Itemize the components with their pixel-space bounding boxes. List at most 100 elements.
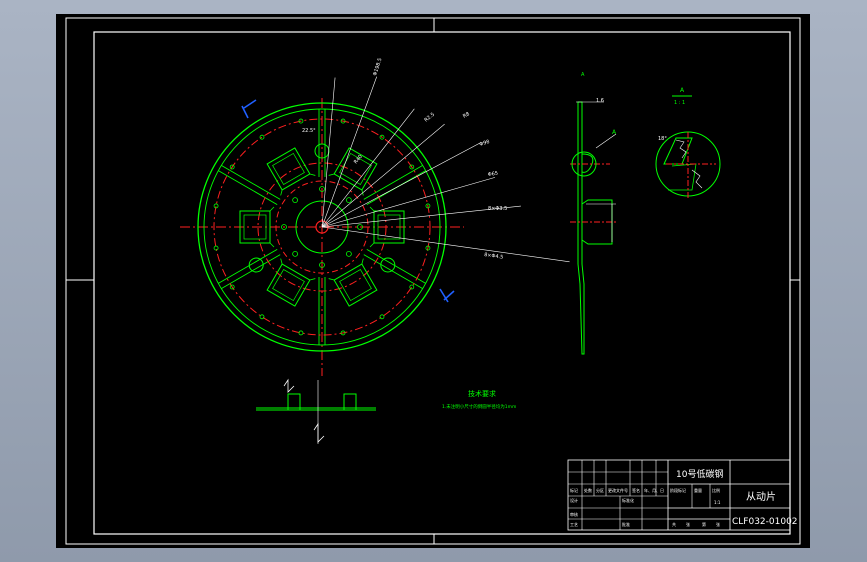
inner-frame <box>93 31 791 535</box>
slot-edge-b <box>218 170 278 205</box>
detail-title: A <box>680 87 685 94</box>
dim-label-5: 8×Φ3.5 <box>488 206 507 212</box>
rim-hole <box>340 330 346 336</box>
tb-sheet-2: 第 <box>702 521 706 527</box>
leader-line <box>321 205 521 228</box>
window-rect <box>239 210 271 244</box>
leader-line <box>321 177 496 228</box>
tb-sheet-1: 张 <box>686 521 690 527</box>
window-inner <box>377 214 401 240</box>
rim-hole <box>409 284 415 290</box>
dim-label-angle: 22.5° <box>302 128 316 134</box>
tech-notes-heading: 技术要求 <box>468 389 496 398</box>
rim-hole <box>379 134 385 140</box>
hub-hole <box>345 197 352 204</box>
hub-hole <box>319 186 325 192</box>
dim-label-1: R2.5 <box>423 112 436 124</box>
dim-label-2: R8 <box>462 111 471 120</box>
rim-hole <box>425 245 431 251</box>
window-rect <box>373 210 405 244</box>
leader-line <box>321 77 336 228</box>
window-lug <box>369 206 375 248</box>
hub-hole <box>292 250 299 257</box>
hub-hole <box>345 250 352 257</box>
hub-hole <box>292 197 299 204</box>
rim-hole <box>298 118 304 124</box>
tb-standard-label: 标准化 <box>622 497 634 503</box>
tb-header-1: 处数 <box>584 487 592 493</box>
section-marker-bottom <box>439 288 455 303</box>
rivet-hole <box>314 143 330 159</box>
side-view-tag: A <box>581 72 585 78</box>
tb-stage-label: 阶段标记 <box>670 487 686 493</box>
thickness-label: 1.6 <box>596 98 604 104</box>
dim-label-6: 8×Φ4.5 <box>484 252 504 261</box>
spring-window <box>369 206 405 248</box>
rim-hole <box>298 330 304 336</box>
window-inner <box>272 152 305 185</box>
hub-hole <box>357 224 363 230</box>
dim-label-7: R40 <box>353 154 364 165</box>
tb-sheet-0: 共 <box>672 521 676 527</box>
tb-header-3: 更改文件号 <box>608 487 628 493</box>
tb-review-label: 审核 <box>570 511 578 517</box>
tb-design-label: 设计 <box>570 497 578 503</box>
tb-header-5: 年、月、日 <box>644 487 664 493</box>
rim-hole <box>229 164 235 170</box>
rivet-hole <box>380 257 396 273</box>
tb-weight-label: 重量 <box>694 487 702 493</box>
slot-edge-b <box>366 249 426 284</box>
rim-hole <box>213 245 219 251</box>
hub-hole <box>281 224 287 230</box>
tb-scale-value: 1:1 <box>714 500 721 505</box>
spring-window <box>266 147 316 196</box>
window-lug <box>269 206 275 248</box>
detail-angle: 18° <box>658 136 667 142</box>
rim-hole <box>379 314 385 320</box>
window-lug <box>328 258 364 281</box>
rim-hole <box>425 203 431 209</box>
window-inner <box>243 214 267 240</box>
section-marker-top <box>241 99 257 119</box>
window-lug <box>280 173 316 196</box>
side-section-view <box>570 101 617 355</box>
spring-pocket-circle <box>257 162 387 292</box>
tb-header-4: 签名 <box>632 487 640 493</box>
rim-hole <box>229 284 235 290</box>
leader-line <box>321 76 378 228</box>
window-inner <box>272 269 305 302</box>
spring-window <box>239 206 275 248</box>
window-rect <box>266 147 311 191</box>
slot-edge-a <box>363 254 423 289</box>
bolt-circle <box>213 118 431 336</box>
leader-line <box>321 142 482 228</box>
tb-material: 10号低碳钢 <box>676 468 723 480</box>
cad-drawing: Φ198.5 R2.5 R8 Φ98 Φ65 8×Φ3.5 8×Φ4.5 R40… <box>65 17 801 545</box>
outer-frame <box>65 17 801 545</box>
main-plate-view <box>180 76 570 376</box>
rim-hole <box>340 118 346 124</box>
tb-process-label: 工艺 <box>570 522 578 527</box>
tb-header-0: 标记 <box>570 487 578 493</box>
dim-label-3: Φ98 <box>479 139 491 148</box>
hub-outer-circle <box>275 180 369 274</box>
slot-edge-a <box>221 165 281 200</box>
small-section-view <box>256 380 376 444</box>
leader-line <box>321 226 570 263</box>
tech-notes-item: 1.未注明小尺寸的倒圆半径均为1mm <box>442 403 516 410</box>
cad-viewport[interactable]: Φ198.5 R2.5 R8 Φ98 Φ65 8×Φ3.5 8×Φ4.5 R40… <box>56 14 810 548</box>
outer-rim-circle <box>197 102 447 352</box>
leader-line <box>321 108 415 228</box>
tb-scale-label: 比例 <box>712 487 720 493</box>
tb-drawing-number: CLF032-01002 <box>732 517 798 527</box>
window-lug <box>280 258 316 281</box>
dim-label-4: Φ65 <box>487 171 498 178</box>
window-rect <box>266 263 311 307</box>
detail-view <box>655 131 721 198</box>
window-inner <box>339 269 372 302</box>
dim-label-outer: Φ198.5 <box>372 57 383 76</box>
detail-ratio: 1 : 1 <box>674 100 685 106</box>
spring-window <box>328 258 378 307</box>
leader-line <box>321 123 445 228</box>
tb-approve-label: 批准 <box>622 521 630 527</box>
